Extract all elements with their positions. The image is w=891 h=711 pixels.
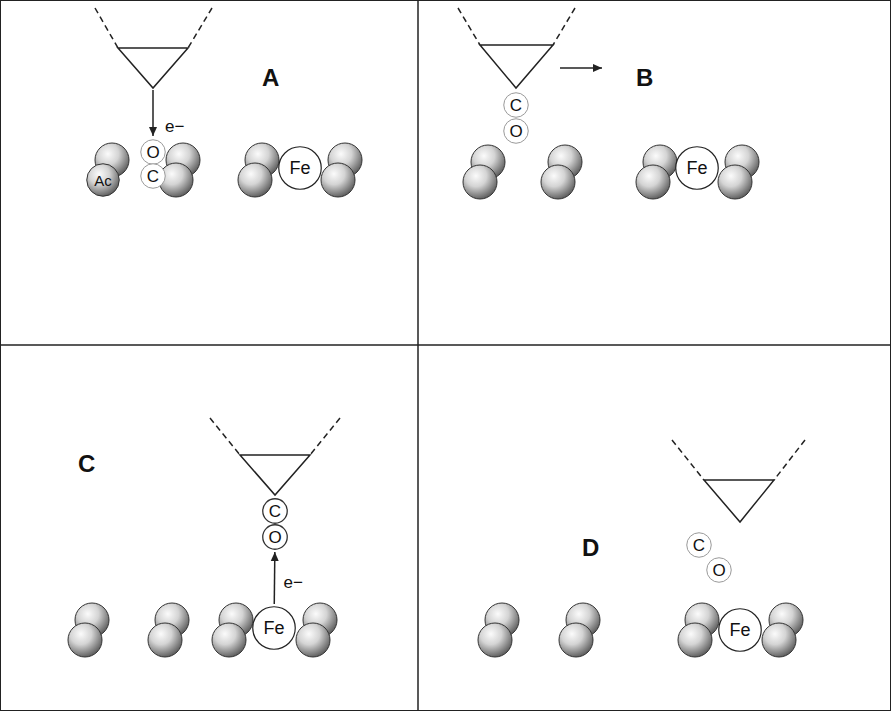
tip-apex [118,48,188,88]
co-atom: C [503,92,529,118]
atom [212,623,246,657]
co-atom: C [262,498,288,524]
atom-symbol: Ac [94,173,112,188]
tip-apex [704,480,774,522]
atom [321,163,355,197]
atom-circle [719,609,762,652]
atom-circle [504,119,529,144]
atom [678,623,712,657]
ac-atom: Ac [86,163,120,197]
co-atom: O [706,557,732,583]
co-atom: C [140,163,166,189]
panel-letter: C [78,452,95,476]
atom [636,165,670,199]
atom [148,623,182,657]
atom-circle [263,499,288,524]
atom-circle [707,558,732,583]
atom [559,623,593,657]
atom-symbol: Fe [289,159,310,177]
atom-symbol: O [146,144,159,161]
divider [0,344,891,346]
atom-circle [141,164,166,189]
atom-symbol: O [509,123,522,140]
tip-shank [774,440,805,480]
tunnel-arrow [274,552,276,604]
electron-label: e− [164,118,185,135]
atom-symbol: C [269,503,281,520]
atom [238,163,272,197]
tip-shank [310,418,340,455]
co-atom: O [503,118,529,144]
atom-symbol: Fe [686,159,707,177]
tip-shank [458,8,480,45]
atom-circle [263,525,288,550]
atom-circle [279,147,322,190]
atom [68,623,102,657]
atom-circle [504,93,529,118]
panel-letter: A [262,66,279,90]
atom-symbol: O [268,529,281,546]
atom-circle [687,533,712,558]
tip-apex [240,455,310,495]
atom-circle [676,147,719,190]
electron-label: e− [283,574,304,591]
atom-symbol: O [712,562,725,579]
tip-shank [188,8,212,48]
atom-circle [141,140,166,165]
divider [417,0,419,711]
co-atom: O [262,524,288,550]
atom [478,623,512,657]
co-atom: C [686,532,712,558]
fe-atom: Fe [278,146,322,190]
fe-atom: Fe [675,146,719,190]
atom-symbol: C [147,168,159,185]
tip-shank [672,440,704,480]
atom-circle [253,607,296,650]
panel-letter: D [582,536,599,560]
fe-atom: Fe [252,606,296,650]
stm-tip [210,418,340,495]
atom [718,165,752,199]
tip-shank [553,8,575,45]
atom-symbol: C [693,537,705,554]
stm-tip [458,8,575,88]
atom-symbol: C [510,97,522,114]
atom [762,623,796,657]
tip-shank [210,418,240,455]
substrate-atoms [68,143,803,657]
move-arrow [560,67,602,69]
atom [463,165,497,199]
tunnel-arrow [152,90,154,136]
stm-tip [95,8,212,88]
atom [296,623,330,657]
atom-circle [87,164,120,197]
atom [541,165,575,199]
atom-symbol: Fe [729,621,750,639]
co-atom: O [140,139,166,165]
tip-apex [480,45,553,88]
panel-letter: B [636,66,653,90]
atom-symbol: Fe [263,619,284,637]
stm-tip [672,440,805,522]
tip-shank [95,8,118,48]
fe-atom: Fe [718,608,762,652]
